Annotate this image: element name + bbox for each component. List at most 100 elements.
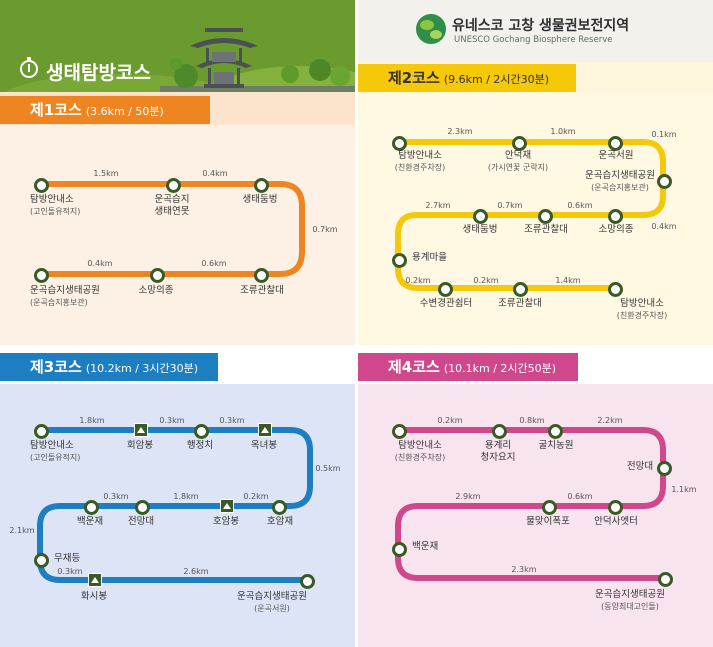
- course-4-station-6: [542, 500, 557, 515]
- course-4-station-1-label: 탐방안내소(친환경주차장): [394, 440, 446, 462]
- course-3-station-3-label: 행정치: [186, 440, 214, 451]
- unesco-globe-icon: [416, 14, 446, 44]
- course-2-tab: 제2코스(9.6km / 2시간30분): [358, 64, 576, 92]
- course-3-tab: 제3코스(10.2km / 3시간30분): [0, 353, 218, 381]
- course-1-distance-3: 0.7km: [312, 225, 338, 234]
- org-name: 유네스코 고창 생물권보전지역: [452, 18, 630, 34]
- course-2-station-1-label: 탐방안내소(친환경주차장): [394, 150, 446, 172]
- course-4-station-1: [392, 424, 407, 439]
- course-3-distance-6: 1.8km: [173, 492, 199, 501]
- course-1-station-1: [34, 178, 49, 193]
- course-3-station-5-label: 호암재: [266, 516, 294, 527]
- course-2-station-2-label: 안덕재(가시연꽃 군락지): [487, 150, 549, 172]
- course-2-station-6: [538, 209, 553, 224]
- course-3-route: [37, 427, 313, 583]
- org-subtitle: UNESCO Gochang Biosphere Reserve: [454, 35, 613, 45]
- course-4-station-7: [392, 542, 407, 557]
- course-2-station-11: [608, 282, 623, 297]
- course-3-station-5: [272, 500, 287, 515]
- course-1-station-1-label: 탐방안내소(고인돌유적지): [30, 194, 81, 216]
- course-2-station-5-label: 소망의종: [598, 224, 634, 235]
- course-2-distance-3: 0.1km: [651, 130, 677, 139]
- course-4-distance-2: 0.8km: [519, 416, 545, 425]
- course-1-station-5-label: 소망의종: [138, 285, 174, 296]
- course-2-panel: 유네스코 고창 생물권보전지역 UNESCO Gochang Biosphere…: [358, 0, 713, 345]
- course-2-name: 제2코스: [388, 69, 440, 87]
- course-3-distance-8: 2.1km: [9, 526, 35, 535]
- course-1-station-6-label: 운곡습지생태공원(운곡습지홍보관): [30, 285, 100, 307]
- course-4-name: 제4코스: [388, 358, 440, 376]
- course-4-distance-7: 2.3km: [511, 565, 537, 574]
- course-3-station-4-label: 옥녀봉: [250, 440, 278, 451]
- course-3-peak-1-mountain-icon: [134, 423, 148, 437]
- course-1-station-2: [166, 178, 181, 193]
- course-3-distance-2: 0.3km: [159, 416, 185, 425]
- course-3-distance-4: 0.5km: [315, 464, 341, 473]
- course-3-station-9-label: 무재등: [54, 553, 81, 564]
- course-1-map-area: [0, 125, 355, 345]
- course-3-station-9: [34, 553, 49, 568]
- course-1-route: [37, 181, 305, 277]
- course-3-station-11: [300, 574, 315, 589]
- unesco-header: 유네스코 고창 생물권보전지역 UNESCO Gochang Biosphere…: [358, 0, 713, 62]
- course-2-station-8-label: 용계마을: [412, 252, 447, 263]
- course-2-station-1: [392, 136, 407, 151]
- course-3-station-6-label: 호암봉: [212, 516, 240, 527]
- course-3-station-11-label: 운곡습지생태공원(운곡서원): [237, 591, 307, 613]
- course-3-distance-5: 0.2km: [243, 492, 269, 501]
- course-4-distance-1: 0.2km: [437, 416, 463, 425]
- course-4-station-7-label: 백운재: [412, 541, 439, 552]
- course-2-distance-7: 2.7km: [425, 201, 451, 210]
- course-4-tab: 제4코스(10.1km / 2시간50분): [358, 353, 578, 381]
- banner-illustration: [5, 28, 355, 92]
- course-2-station-4: [657, 174, 672, 189]
- course-4-station-3-label: 굴치농원: [538, 440, 574, 451]
- course-2-station-10: [513, 282, 528, 297]
- course-4-station-8: [658, 572, 673, 587]
- course-1-distance-4: 0.6km: [201, 259, 227, 268]
- course-3-panel: 제3코스(10.2km / 3시간30분) 탐방안내소(고인돌유적지) 회암봉 …: [0, 348, 355, 647]
- course-3-station-3: [194, 424, 209, 439]
- course-1-panel: 생태탐방코스 제1코스(3.6km / 50분) 탐방안내소(고인돌유적지) 운…: [0, 0, 355, 345]
- course-2-route: [395, 139, 666, 291]
- course-3-station-1: [34, 424, 49, 439]
- course-4-route: [395, 427, 667, 581]
- course-4-station-4-label: 전망대: [626, 461, 654, 472]
- course-1-distance-1: 1.5km: [93, 169, 119, 178]
- course-2-station-4-label: 운곡습지생태공원(운곡습지홍보관): [585, 170, 655, 192]
- course-2-distance-10: 1.4km: [555, 276, 581, 285]
- course-4-station-2: [492, 424, 507, 439]
- course-3-station-7-label: 전망대: [127, 516, 155, 527]
- course-2-station-8: [392, 253, 407, 268]
- course-2-station-7-label: 생태둠벙: [462, 224, 498, 235]
- course-2-map-area: [358, 92, 713, 345]
- course-2-station-9: [438, 282, 453, 297]
- course-2-distance-6: 0.7km: [497, 201, 523, 210]
- course-3-station-8-label: 백운재: [76, 516, 104, 527]
- course-4-station-5-label: 안덕사엣터: [594, 516, 638, 527]
- course-3-station-1-label: 탐방안내소(고인돌유적지): [30, 440, 81, 462]
- course-3-station-2-label: 회암봉: [126, 440, 154, 451]
- course-4-station-3: [548, 424, 563, 439]
- course-4-distance-3: 2.2km: [597, 416, 623, 425]
- course-1-name: 제1코스: [30, 101, 82, 119]
- course-1-detail: (3.6km / 50분): [85, 105, 164, 118]
- course-4-station-6-label: 물맞이폭포: [526, 516, 570, 527]
- course-1-tab: 제1코스(3.6km / 50분): [0, 96, 210, 124]
- course-2-distance-4: 0.4km: [651, 222, 677, 231]
- course-3-distance-1: 1.8km: [79, 416, 105, 425]
- course-4-distance-4: 1.1km: [671, 485, 697, 494]
- course-1-station-5: [150, 268, 165, 283]
- course-3-detail: (10.2km / 3시간30분): [85, 362, 199, 375]
- course-1-distance-5: 0.4km: [87, 259, 113, 268]
- course-3-station-7: [135, 500, 150, 515]
- course-1-station-3: [254, 178, 269, 193]
- course-3-distance-9: 0.3km: [57, 567, 83, 576]
- course-4-station-4: [657, 461, 672, 476]
- compass-icon: [20, 57, 38, 78]
- course-2-station-10-label: 조류관찰대: [498, 298, 542, 309]
- course-1-distance-2: 0.4km: [202, 169, 228, 178]
- course-2-station-11-label: 탐방안내소(친환경주차장): [616, 298, 668, 320]
